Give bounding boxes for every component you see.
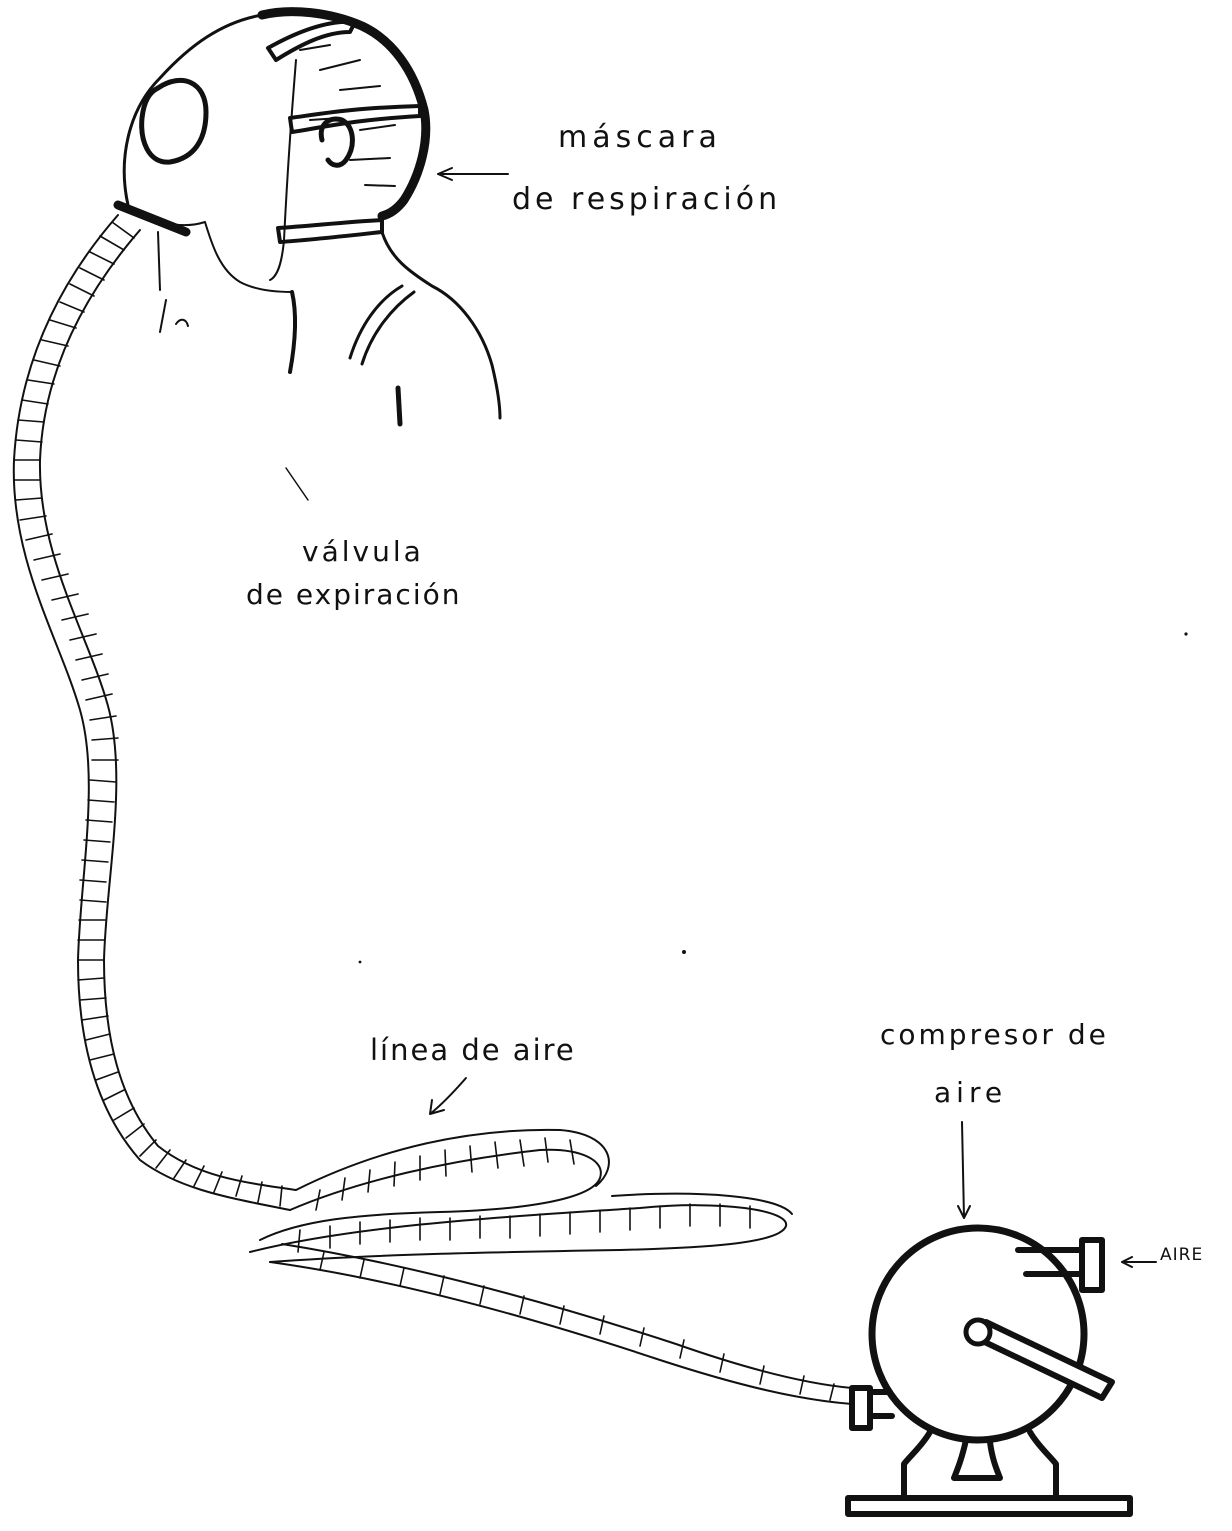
shoulder-front [290,292,295,372]
label-valve-line1: válvula [302,535,424,568]
air-inlet-arrow [1122,1257,1156,1267]
head-strap-top [268,22,355,60]
mask-connector [118,205,186,232]
label-valve-line2: de expiración [246,578,461,611]
collar-inner-1 [350,286,402,358]
coil-loop-1 [260,1150,601,1240]
air-line-pointer-arrow [430,1078,466,1114]
mask-outline [124,13,370,205]
label-compressor-line1: compresor de [880,1018,1109,1051]
mask-lens [142,80,206,162]
coil-loop-2 [296,1130,609,1190]
speck [1184,632,1187,635]
exhale-valve [158,232,188,332]
compressor-pointer-arrow [958,1122,970,1218]
coil-corrugations [298,1138,834,1400]
mask-face-edge [270,60,296,280]
compressor-base [848,1498,1130,1514]
compressor-crank [972,1322,1112,1398]
collar-inner-2 [362,292,414,364]
intake-flange [1082,1240,1102,1290]
speck [682,950,686,954]
specks [359,632,1188,963]
hose-to-compressor [270,1262,852,1404]
valve-pointer [286,468,308,500]
mask-pointer-arrow [438,168,508,180]
hose-corrugations [14,222,282,1206]
hose-outline-right [40,230,296,1190]
crank-hub [966,1320,990,1344]
label-compressor-line2: aire [934,1076,1007,1109]
outlet-flange [852,1388,870,1428]
air-hose [14,215,852,1404]
speck [359,961,362,964]
label-mask-line2: de respiración [512,182,781,217]
label-air-line: línea de aire [370,1033,576,1067]
hose-to-compressor-2 [282,1244,852,1388]
compressor [848,1228,1156,1514]
person-figure [118,12,500,500]
label-air-inlet: AIRE [1160,1245,1203,1265]
torso-mark [398,388,400,424]
head-strap-mid [290,106,420,132]
label-mask-line1: máscara [558,120,722,155]
neck-strap [278,220,382,242]
